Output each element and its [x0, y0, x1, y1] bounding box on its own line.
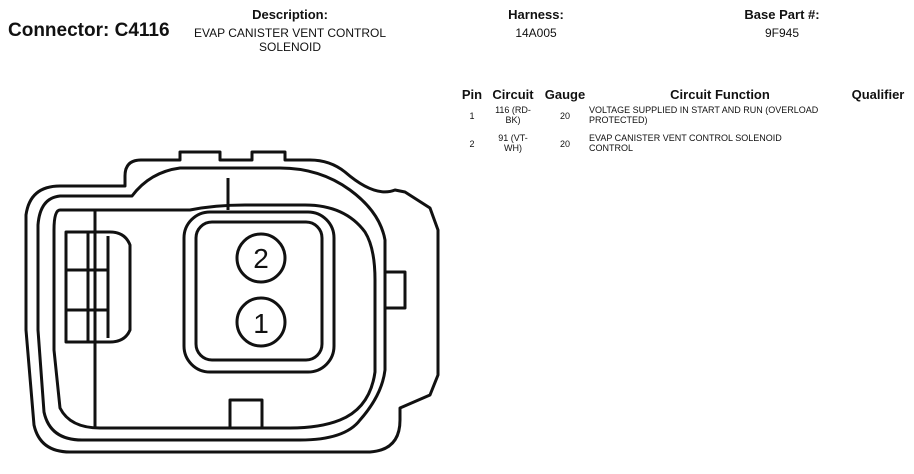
- description-title: Description:: [252, 7, 328, 22]
- row-pin: 2: [469, 139, 475, 149]
- cavity-block-outer: [182, 210, 336, 374]
- connector-face-drawing: 2 1: [24, 150, 440, 454]
- pin-cavity-label: 2: [253, 243, 269, 274]
- description-block: Description: EVAP CANISTER VENT CONTROL …: [170, 7, 410, 54]
- row-gauge: 20: [559, 111, 570, 121]
- header-pin: Pin: [461, 87, 483, 102]
- housing-inner-frame: [52, 203, 377, 430]
- pin-cavity-label: 1: [253, 308, 269, 339]
- table-row: 2 91 (VT-WH) 20 EVAP CANISTER VENT CONTR…: [450, 133, 912, 161]
- housing-inner-wall: [36, 166, 387, 442]
- bottom-notch: [228, 398, 264, 412]
- harness-block: Harness: 14A005: [466, 7, 606, 40]
- base-part-title: Base Part #:: [744, 7, 820, 22]
- locking-tab: [64, 230, 132, 344]
- row-circuit: 116 (RD-BK): [495, 105, 531, 125]
- description-value: EVAP CANISTER VENT CONTROL SOLENOID: [193, 26, 387, 54]
- base-part-value: 9F945: [764, 26, 800, 40]
- base-part-block: Base Part #: 9F945: [712, 7, 852, 40]
- header-circuit: Circuit: [492, 87, 534, 102]
- housing-outer: [24, 150, 440, 454]
- harness-value: 14A005: [515, 26, 557, 40]
- row-function: EVAP CANISTER VENT CONTROL SOLENOID CONT…: [589, 133, 782, 153]
- pin-cavity-2: [235, 232, 287, 284]
- connector-id: Connector: C4116: [8, 20, 170, 41]
- table-row: 1 116 (RD-BK) 20 VOLTAGE SUPPLIED IN STA…: [450, 105, 912, 133]
- row-gauge: 20: [559, 139, 570, 149]
- side-notch: [385, 270, 407, 310]
- harness-title: Harness:: [508, 7, 564, 22]
- header-gauge: Gauge: [544, 87, 586, 102]
- header-circuit-function: Circuit Function: [670, 87, 770, 102]
- pin-cavity-1: [235, 296, 287, 348]
- cavity-block-inner: [194, 220, 324, 362]
- row-function: VOLTAGE SUPPLIED IN START AND RUN (OVERL…: [589, 105, 819, 125]
- row-circuit: 91 (VT-WH): [498, 133, 528, 153]
- row-pin: 1: [469, 111, 475, 121]
- header-qualifier: Qualifier: [851, 87, 905, 102]
